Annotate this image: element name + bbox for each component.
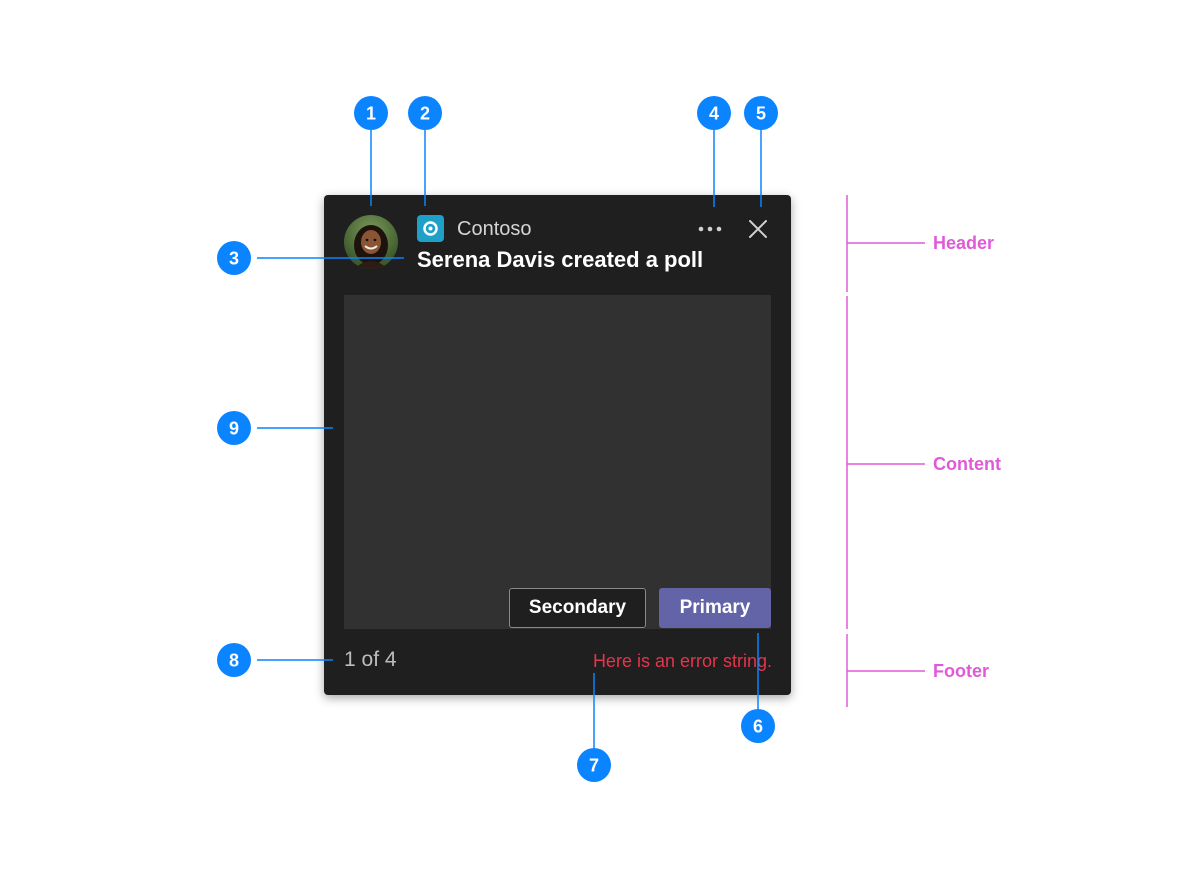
svg-text:8: 8 [229,651,239,671]
person-photo-icon [354,225,388,269]
svg-text:5: 5 [756,104,766,124]
svg-text:4: 4 [709,104,719,124]
svg-text:3: 3 [229,249,239,269]
error-string: Here is an error string. [592,651,772,671]
notification-card: Contoso Serena Davis created a poll Seco… [324,195,791,695]
svg-text:2: 2 [420,104,430,124]
close-icon [749,220,767,238]
region-label-footer: Footer [933,661,989,681]
secondary-button[interactable]: Secondary [509,588,646,628]
svg-text:6: 6 [753,717,763,737]
callout-badge-6: 6 [741,709,775,743]
svg-text:1: 1 [366,104,376,124]
svg-text:9: 9 [229,419,239,439]
content-area: Secondary Primary [344,295,771,629]
callout-badge-9: 9 [217,411,251,445]
callout-badge-5: 5 [744,96,778,130]
app-name: Contoso [457,218,532,240]
primary-button[interactable]: Primary [659,588,771,628]
callout-badge-7: 7 [577,748,611,782]
callout-badge-8: 8 [217,643,251,677]
avatar [344,215,398,269]
region-label-content: Content [933,454,1001,474]
more-options-button[interactable] [694,217,726,241]
callout-badge-1: 1 [354,96,388,130]
notification-title: Serena Davis created a poll [417,247,704,272]
region-label-header: Header [933,233,995,253]
callout-badge-3: 3 [217,241,251,275]
more-horizontal-icon [698,226,722,232]
callout-badge-4: 4 [697,96,731,130]
notification-counter: 1 of 4 [344,648,397,671]
svg-text:7: 7 [589,756,599,776]
close-button[interactable] [744,215,772,243]
callout-badge-2: 2 [408,96,442,130]
contoso-app-icon [417,215,444,242]
